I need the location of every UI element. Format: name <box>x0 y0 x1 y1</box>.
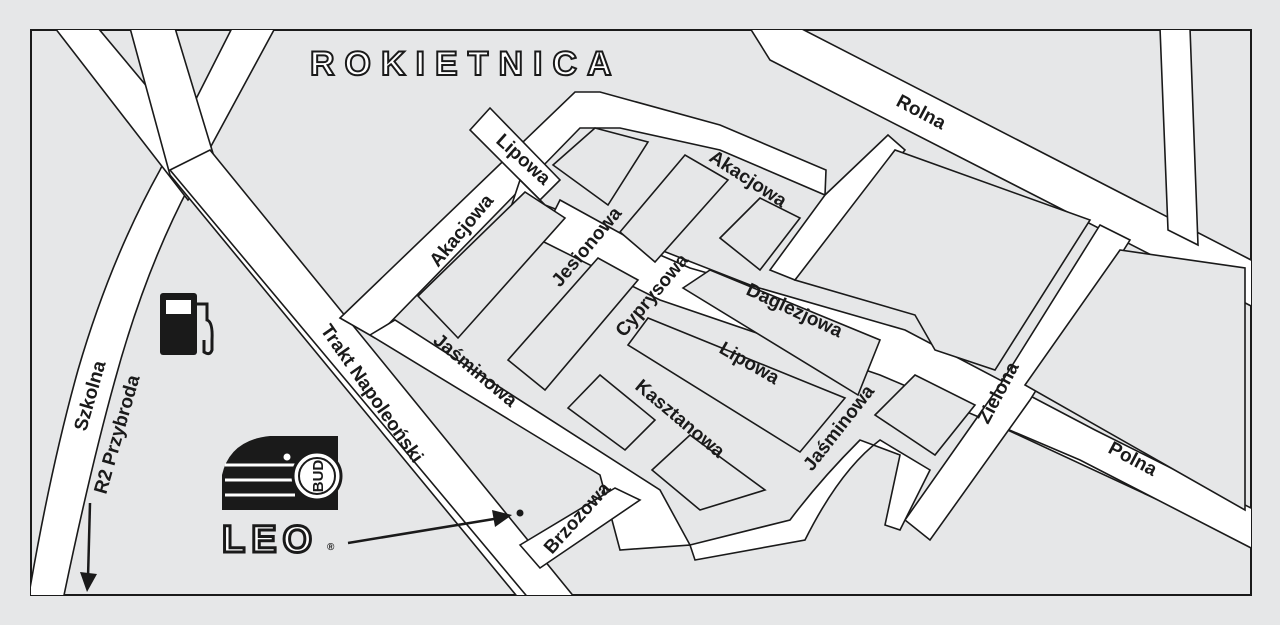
block-1 <box>551 127 650 207</box>
road-lipowa-north <box>468 106 562 202</box>
leo-logo: BUD LEO ® <box>221 436 343 563</box>
logo-registered-mark: ® <box>327 542 335 553</box>
arrow-down-icon <box>80 502 97 592</box>
block-2 <box>618 153 730 264</box>
block-7 <box>626 317 847 454</box>
road-network <box>31 30 1251 595</box>
block-11 <box>793 149 1092 371</box>
block-5 <box>506 256 640 392</box>
road-brzozowa <box>518 487 642 570</box>
road-south-loop <box>688 439 932 561</box>
road-zielona <box>903 223 1132 542</box>
block-10 <box>873 374 977 457</box>
block-12 <box>1023 249 1246 512</box>
road-trakt-main <box>168 148 574 595</box>
fuel-pump-icon <box>160 293 214 356</box>
block-3 <box>718 197 802 272</box>
town-name: ROKIETNICA <box>310 45 622 83</box>
block-8 <box>566 373 657 452</box>
city-blocks <box>416 127 1246 512</box>
logo-badge-text: BUD <box>310 460 327 493</box>
block-9 <box>650 433 767 511</box>
block-4 <box>416 190 567 340</box>
road-rolna <box>750 30 1251 307</box>
road-szkolna <box>31 30 275 595</box>
road-north-vertical <box>1159 30 1199 247</box>
block-6 <box>681 269 882 397</box>
location-arrow-icon <box>347 509 524 545</box>
road-trakt-napoleonski <box>129 30 559 595</box>
logo-name: LEO <box>222 519 318 561</box>
